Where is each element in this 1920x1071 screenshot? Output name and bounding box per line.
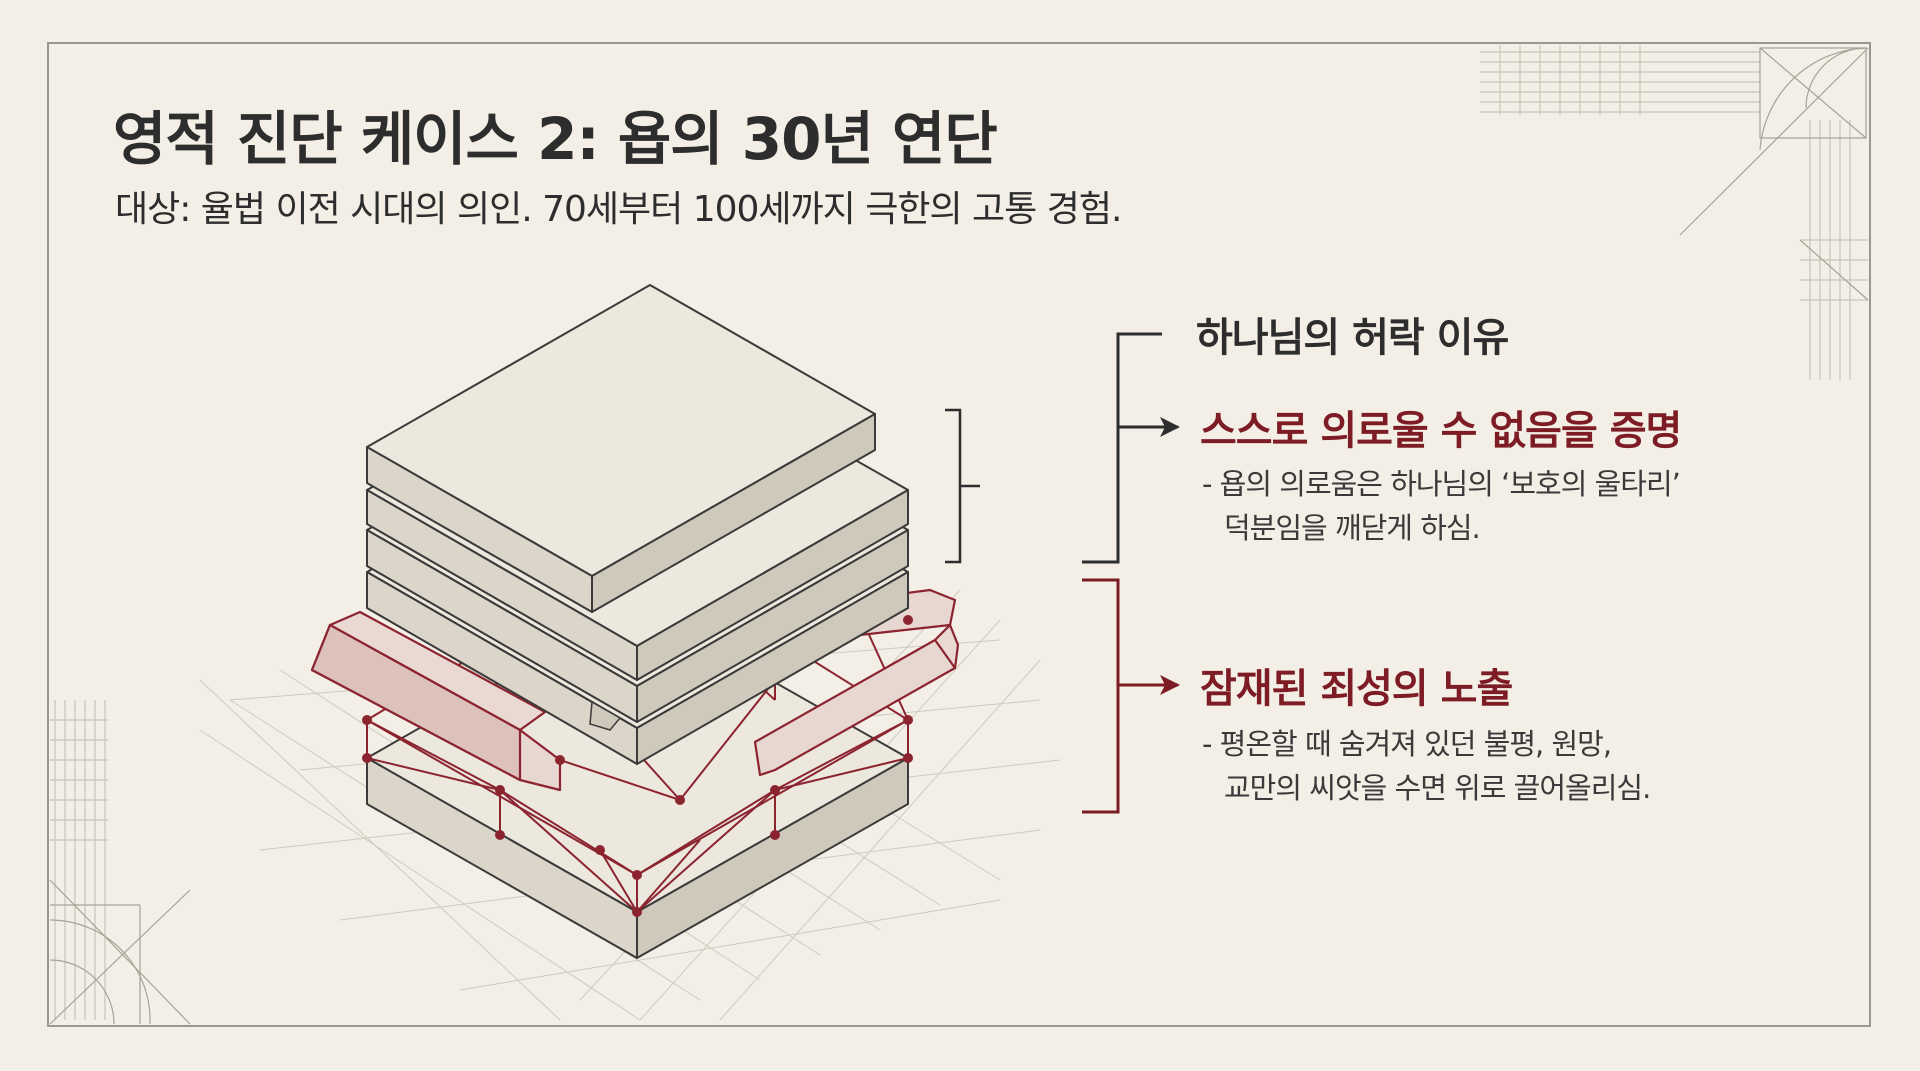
chipped-edge	[589, 700, 622, 731]
point-2-description: - 평온할 때 숨겨져 있던 불평, 원망, 교만의 씨앗을 수면 위로 끌어올…	[1202, 722, 1651, 810]
point-1-title: 스스로 의로울 수 없음을 증명	[1200, 408, 1682, 454]
page-title: 영적 진단 케이스 2: 욥의 30년 연단	[113, 105, 998, 173]
point-2-title: 잠재된 죄성의 노출	[1200, 666, 1513, 712]
point-2-line-1: - 평온할 때 숨겨져 있던 불평, 원망,	[1202, 727, 1612, 761]
point-1-description: - 욥의 의로움은 하나님의 ‘보호의 울타리’ 덕분임을 깨닫게 하심.	[1202, 462, 1681, 550]
point-2-line-2: 교만의 씨앗을 수면 위로 끌어올리심.	[1224, 771, 1651, 805]
arrow-right-icon	[1118, 417, 1180, 437]
page-subtitle: 대상: 율법 이전 시대의 의인. 70세부터 100세까지 극한의 고통 경험…	[115, 189, 1122, 230]
arrow-right-icon	[1118, 675, 1180, 695]
slab-bracket	[945, 408, 980, 564]
reason-heading: 하나님의 허락 이유	[1196, 315, 1509, 361]
slab-stack	[366, 284, 909, 765]
slab-1-top	[366, 284, 876, 613]
point-1-line-1: - 욥의 의로움은 하나님의 ‘보호의 울타리’	[1202, 467, 1681, 501]
point-1-line-2: 덕분임을 깨닫게 하심.	[1224, 511, 1481, 545]
connector-bracket-top	[1082, 332, 1162, 564]
slide-frame	[47, 42, 1871, 1027]
connector-bracket-bottom	[1082, 578, 1120, 814]
